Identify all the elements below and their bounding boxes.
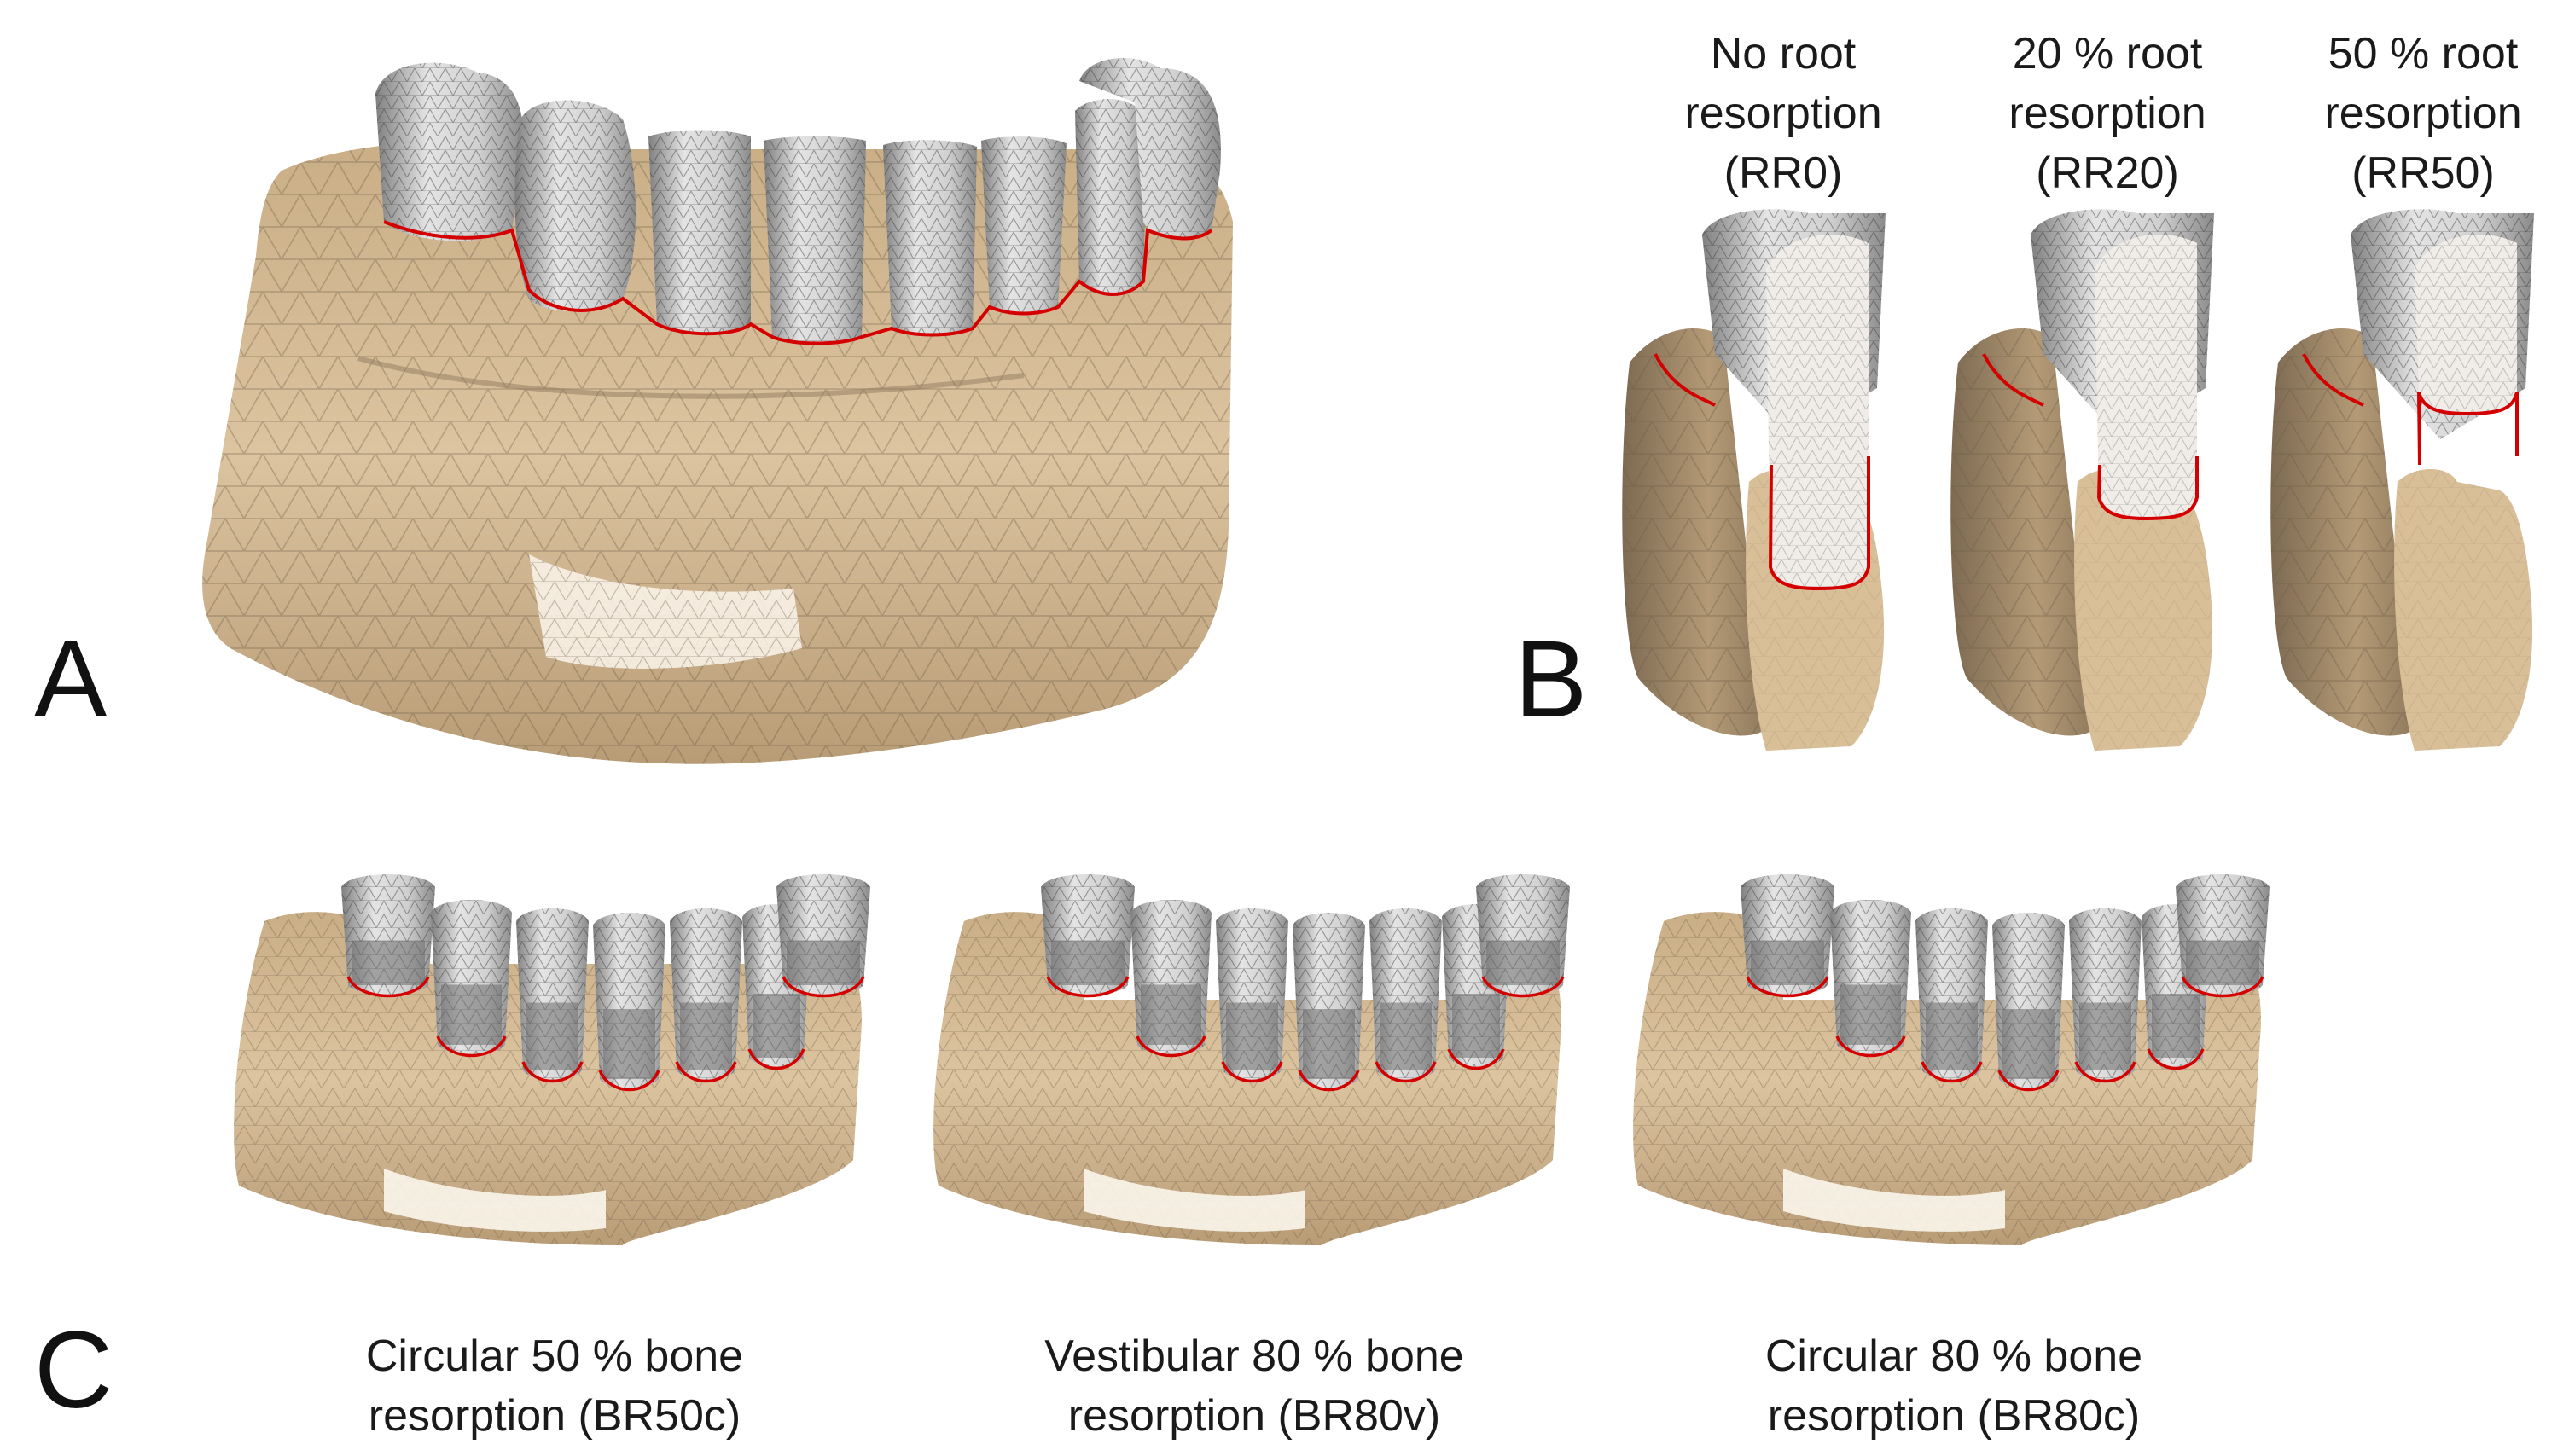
panel-a-teeth: [375, 58, 1221, 344]
section-model-2: [2270, 209, 2534, 751]
panel-a-contact-line: [383, 220, 1213, 345]
jaw-contact-line: [521, 1061, 584, 1083]
jaw-contact-line: [346, 976, 430, 998]
jaw-exposed-root: [2002, 1009, 2055, 1079]
jaw-exposed-root: [787, 940, 860, 985]
panel-b-caption-rr0: No root resorption (RR0): [1684, 29, 1882, 198]
panel-a-letter: A: [34, 618, 108, 740]
jaw-exposed-root: [441, 984, 502, 1045]
section-model-0: [1622, 209, 1886, 751]
section-contact-line: [1768, 456, 1870, 591]
panel-c-caption-br80v: Vestibular 80 % bone resorption (BR80v): [1044, 1331, 1464, 1441]
jaw-exposed-root: [1486, 940, 1560, 985]
jaw-contact-line: [2181, 976, 2264, 998]
jaw-exposed-root: [2079, 1002, 2131, 1070]
jaw-contact-line: [1746, 976, 1829, 998]
jaw-exposed-root: [1303, 1009, 1355, 1079]
panel-c-caption-br50c: Circular 50 % bone resorption (BR50c): [365, 1331, 744, 1441]
jaw-exposed-root: [1380, 1002, 1432, 1070]
jaw-exposed-root: [1926, 1002, 1978, 1070]
jaw-exposed-root: [1226, 1002, 1278, 1070]
panel-c-caption-br80c: Circular 80 % bone resorption (BR80c): [1764, 1331, 2143, 1441]
jaw-exposed-root: [1452, 994, 1500, 1058]
jaw-exposed-root: [1840, 984, 1901, 1045]
jaw-exposed-root: [603, 1009, 655, 1079]
jaw-contact-line: [598, 1070, 660, 1092]
jaw-exposed-root: [2186, 940, 2259, 985]
panel-c-models: [234, 874, 2270, 1245]
panel-c-letter: C: [34, 1309, 113, 1431]
jaw-contact-line: [2147, 1048, 2205, 1070]
jaw-contact-line: [1835, 1035, 1906, 1058]
section-model-1: [1950, 209, 2214, 751]
jaw-exposed-root: [1751, 940, 1824, 985]
panel-b-caption-rr20: 20 % root resorption (RR20): [2008, 29, 2206, 198]
jaw-contact-line: [1136, 1035, 1206, 1058]
panel-b-sections: [1622, 209, 2534, 751]
jaw-contact-line: [1375, 1061, 1437, 1083]
jaw-exposed-root: [680, 1002, 732, 1070]
jaw-exposed-root: [352, 940, 425, 985]
jaw-contact-line: [1447, 1048, 1505, 1070]
jaw-contact-line: [1921, 1061, 1983, 1083]
jaw-contact-line: [782, 976, 865, 998]
jaw-model-circular-0: [234, 874, 870, 1245]
jaw-contact-line: [747, 1048, 805, 1070]
jaw-exposed-root: [2152, 994, 2200, 1058]
jaw-exposed-root: [1141, 984, 1201, 1045]
jaw-contact-line: [2074, 1061, 2136, 1083]
jaw-contact-line: [1481, 976, 1565, 998]
panel-b-caption-rr50: 50 % root resorption (RR50): [2324, 29, 2522, 198]
jaw-contact-line: [1046, 976, 1130, 998]
panel-b-letter: B: [1514, 618, 1587, 740]
jaw-contact-line: [1221, 1061, 1283, 1083]
jaw-contact-line: [436, 1035, 507, 1058]
jaw-exposed-root: [1051, 940, 1125, 985]
jaw-contact-line: [1298, 1070, 1360, 1092]
jaw-exposed-root: [753, 994, 800, 1058]
jaw-exposed-root: [526, 1002, 578, 1070]
jaw-bone-highlight: [384, 1169, 606, 1232]
section-contact-line: [2096, 456, 2199, 521]
section-contact-line: [2417, 392, 2519, 466]
jaw-bone-highlight: [1783, 1169, 2005, 1232]
jaw-bone-highlight: [1084, 1169, 1305, 1232]
panel-a-jaw-model: [202, 58, 1234, 764]
jaw-model-circular-2: [1633, 874, 2270, 1245]
jaw-model-vestibular-1: [933, 874, 1570, 1245]
jaw-contact-line: [675, 1061, 737, 1083]
jaw-contact-line: [1997, 1070, 2060, 1092]
